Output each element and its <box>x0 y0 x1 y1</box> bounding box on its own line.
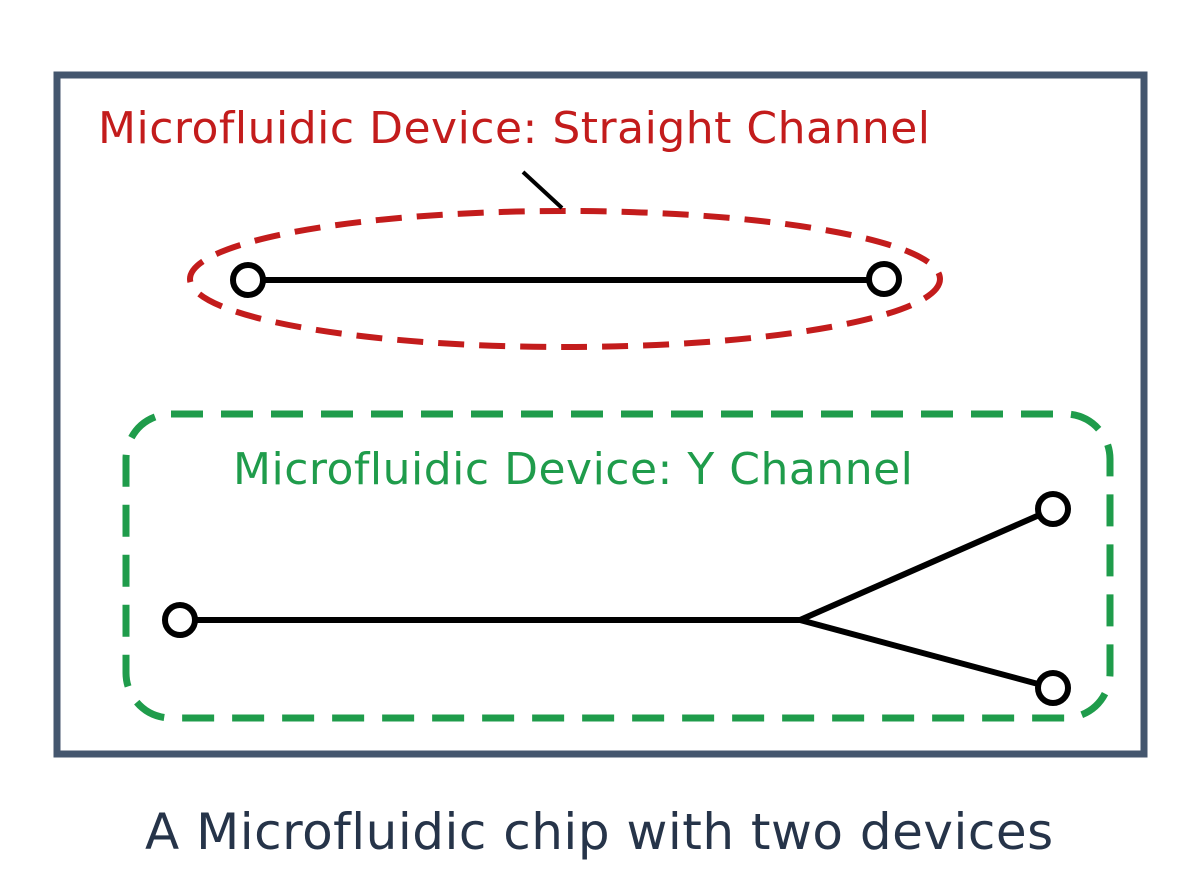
straight-device-pointer <box>521 170 564 210</box>
y-device-outline <box>122 410 1114 722</box>
y-channel-lower-branch <box>799 617 1054 691</box>
y-upper-outlet-port <box>1035 491 1071 527</box>
straight-inlet-port <box>230 262 266 298</box>
diagram-caption: A Microfluidic chip with two devices <box>145 803 1054 861</box>
straight-device-label: Microfluidic Device: Straight Channel <box>98 103 931 154</box>
y-channel-upper-branch <box>798 506 1055 623</box>
y-lower-outlet-port <box>1035 670 1071 706</box>
straight-device-outline <box>187 208 943 350</box>
straight-outlet-port <box>866 261 902 297</box>
y-device-label: Microfluidic Device: Y Channel <box>233 444 914 495</box>
chip-border <box>53 71 1148 758</box>
y-inlet-port <box>162 602 198 638</box>
